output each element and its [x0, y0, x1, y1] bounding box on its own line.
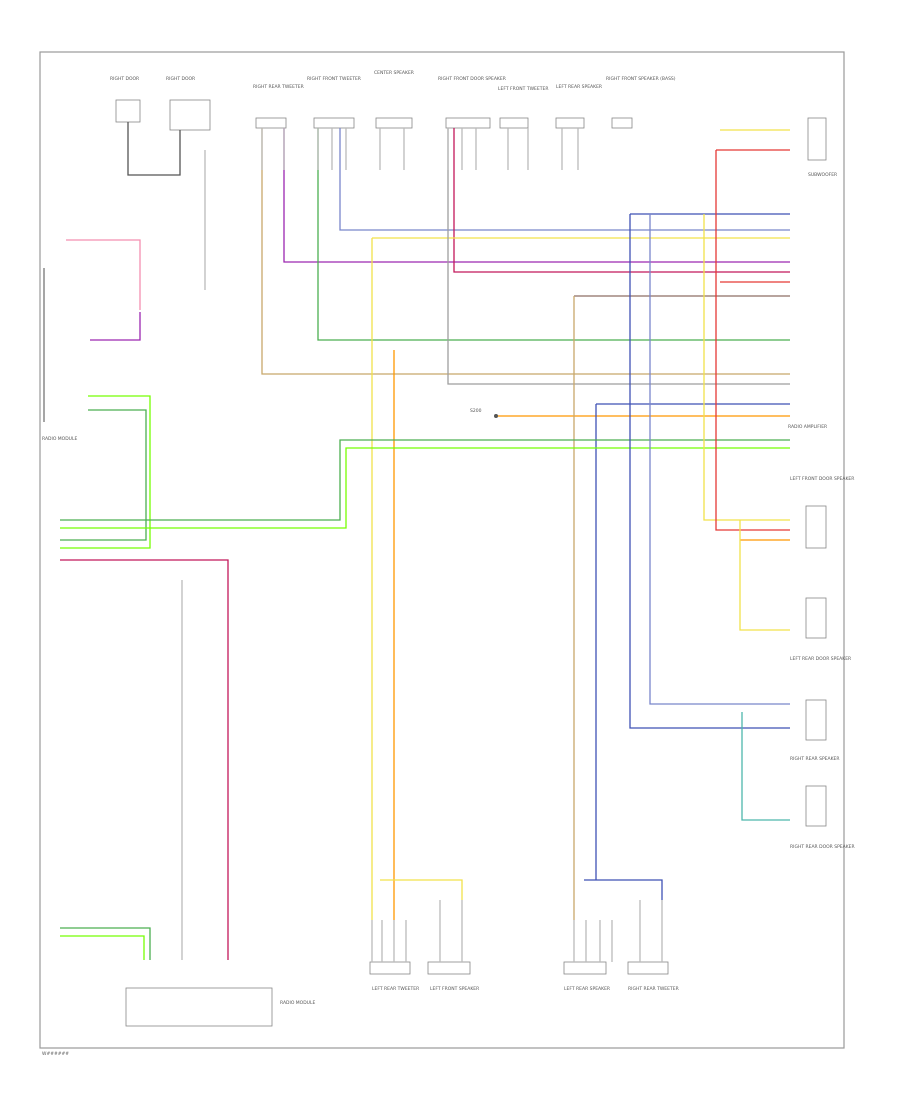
svg-text:RADIO AMPLIFIER: RADIO AMPLIFIER — [788, 424, 827, 430]
svg-text:LEFT FRONT TWEETER: LEFT FRONT TWEETER — [498, 86, 548, 92]
left-rear-tweeter-bottom: LEFT REAR TWEETER — [369, 961, 419, 992]
svg-text:LEFT REAR SPEAKER: LEFT REAR SPEAKER — [564, 986, 610, 992]
svg-text:RADIO MODULE: RADIO MODULE — [42, 436, 77, 442]
left-rear-door-speaker: LEFT REAR DOOR SPEAKER — [790, 597, 851, 662]
left-rear-speaker-bottom: LEFT REAR SPEAKER — [563, 961, 610, 992]
right-rear-door-speaker-bottom: RIGHT REAR DOOR SPEAKER — [790, 785, 855, 850]
right-front-tweeter-connector: RIGHT FRONT TWEETER — [307, 76, 361, 129]
svg-text:RIGHT REAR TWEETER: RIGHT REAR TWEETER — [253, 84, 304, 90]
svg-text:RIGHT REAR TWEETER: RIGHT REAR TWEETER — [628, 986, 679, 992]
diagram-frame — [39, 51, 845, 1049]
svg-text:S200: S200 — [470, 408, 482, 414]
left-rear-speaker-connector: LEFT REAR SPEAKER — [555, 84, 602, 129]
connector-pins-top — [261, 128, 579, 170]
connector-pins-bottom — [371, 879, 663, 962]
wire-magenta-lower — [60, 559, 229, 960]
svg-text:RIGHT REAR DOOR SPEAKER: RIGHT REAR DOOR SPEAKER — [790, 844, 855, 850]
svg-text:LEFT REAR DOOR SPEAKER: LEFT REAR DOOR SPEAKER — [790, 656, 851, 662]
svg-text:LEFT FRONT SPEAKER: LEFT FRONT SPEAKER — [430, 986, 479, 992]
svg-text:RADIO MODULE: RADIO MODULE — [280, 1000, 315, 1006]
right-rear-tweeter-connector: RIGHT REAR TWEETER — [253, 84, 304, 129]
svg-text:SUBWOOFER: SUBWOOFER — [808, 172, 837, 178]
right-front-door-speaker-connector: RIGHT FRONT DOOR SPEAKER — [438, 76, 506, 129]
right-rear-tweeter-bottom: RIGHT REAR TWEETER — [627, 961, 679, 992]
svg-text:RIGHT DOOR: RIGHT DOOR — [110, 76, 139, 82]
svg-text:RIGHT REAR SPEAKER: RIGHT REAR SPEAKER — [790, 756, 840, 762]
svg-text:LEFT REAR TWEETER: LEFT REAR TWEETER — [372, 986, 419, 992]
svg-text:RIGHT DOOR: RIGHT DOOR — [166, 76, 195, 82]
center-speaker-connector: CENTER SPEAKER — [374, 70, 414, 129]
right-speaker-wiring — [629, 129, 790, 821]
left-front-tweeter-connector: LEFT FRONT TWEETER — [498, 86, 548, 129]
radio-module-lower: RADIO MODULE — [125, 987, 315, 1027]
top-left-fuse-block: RIGHT DOOR RIGHT DOOR — [110, 76, 211, 290]
svg-text:LEFT REAR SPEAKER: LEFT REAR SPEAKER — [556, 84, 602, 90]
radio-module-left: RADIO MODULE — [42, 268, 77, 442]
right-rear-speaker: RIGHT REAR SPEAKER — [790, 699, 840, 762]
page-code: W###### — [42, 1051, 69, 1057]
right-top-speaker: SUBWOOFER — [807, 117, 837, 178]
left-front-door-speaker: LEFT FRONT DOOR SPEAKER — [790, 476, 854, 549]
green-harness — [60, 395, 790, 960]
wire-pink-power — [66, 239, 141, 310]
amplifier-connector: RADIO AMPLIFIER — [788, 424, 827, 430]
wire-purple-power — [90, 312, 141, 341]
right-front-bass-connector: RIGHT FRONT SPEAKER (BASS) — [606, 76, 676, 129]
svg-text:LEFT FRONT DOOR SPEAKER: LEFT FRONT DOOR SPEAKER — [790, 476, 854, 482]
svg-text:CENTER SPEAKER: CENTER SPEAKER — [374, 70, 414, 76]
svg-text:RIGHT FRONT SPEAKER (BASS): RIGHT FRONT SPEAKER (BASS) — [606, 76, 676, 82]
wire-blue-drop — [595, 403, 790, 880]
amplifier-bus — [261, 128, 790, 417]
svg-text:RIGHT FRONT TWEETER: RIGHT FRONT TWEETER — [307, 76, 361, 82]
left-front-speaker-bottom: LEFT FRONT SPEAKER — [427, 961, 479, 992]
svg-text:RIGHT FRONT DOOR SPEAKER: RIGHT FRONT DOOR SPEAKER — [438, 76, 506, 82]
splice-point: S200 — [470, 408, 498, 418]
